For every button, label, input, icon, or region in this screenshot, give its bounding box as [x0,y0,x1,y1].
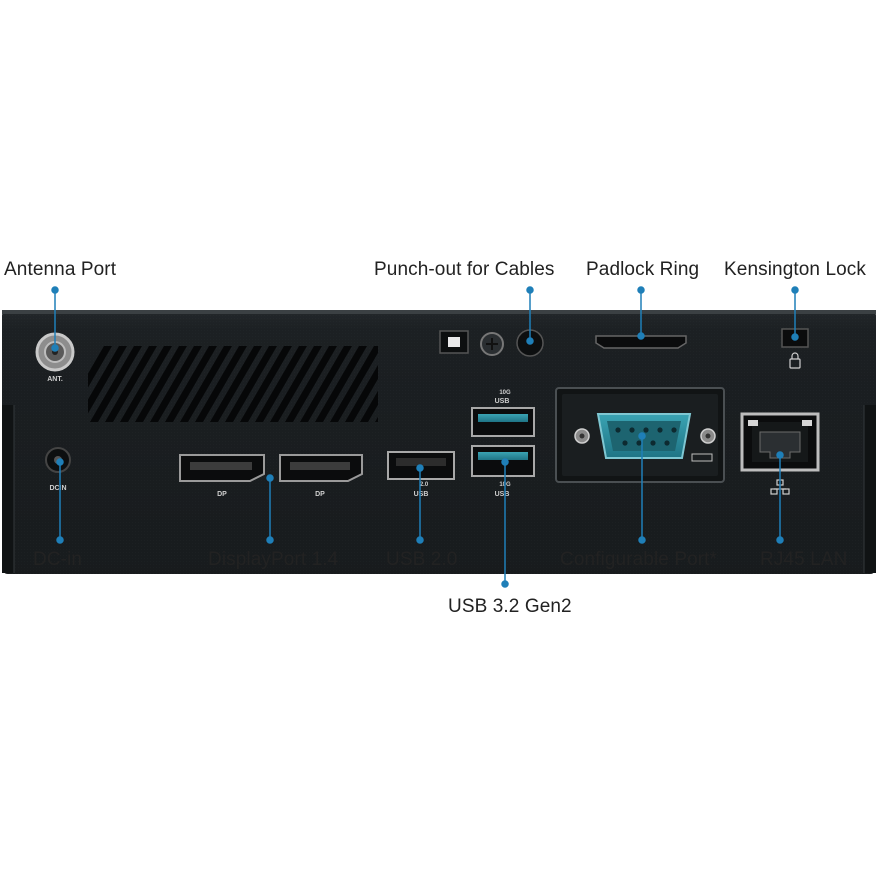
label-usb2: USB 2.0 [386,549,458,570]
lock-icon [789,352,801,369]
vent-slot [315,346,367,422]
vent-slot [120,346,172,422]
vent-slot [345,365,378,422]
padlock-ring-slot [595,335,687,349]
label-punch-out: Punch-out for Cables [374,259,555,280]
vent-slot [285,346,337,422]
vent-slot [300,346,352,422]
vent-slot [270,346,322,422]
usb20-version-marking: 2.0 [420,482,429,488]
vent-slot [90,346,142,422]
serial-pin [650,440,656,446]
usb-3-2-port-top: 10G USB [471,390,535,437]
serial-pin [629,427,635,433]
label-usb32: USB 3.2 Gen2 [448,596,572,617]
vent-slot [255,346,307,422]
vent-slot [195,346,247,422]
vent-slot [375,416,378,422]
serial-pin [657,427,663,433]
usb10g-marking-top: 10G [499,390,511,396]
vent-slot [210,346,262,422]
label-kensington-lock: Kensington Lock [724,259,866,280]
serial-pin [671,427,677,433]
dcin-marking: DCIN [49,485,66,492]
vent-slot [135,346,187,422]
callout-lines [51,286,799,588]
serial-pin [664,440,670,446]
ant-marking: ANT. [47,376,63,383]
label-rj45-lan: RJ45 LAN [760,549,848,570]
label-configurable-port: Configurable Port* [560,549,718,570]
vent-slot [165,346,217,422]
vent-slot [150,346,202,422]
vent-slot [225,346,277,422]
usb-marking-top: USB [495,398,510,405]
usb20-marking: USB [414,491,429,498]
vent-slot [105,346,157,422]
displayport-1: DP [179,454,265,498]
serial-pin [615,427,621,433]
vent-slot [88,346,127,414]
chassis [2,310,876,574]
dp-marking-2: DP [315,491,325,498]
vent-slot [88,346,112,388]
label-antenna-port: Antenna Port [4,259,117,280]
label-dc-in: DC-in [33,549,83,570]
label-displayport: DisplayPort 1.4 [208,549,339,570]
vent-slot [360,390,378,422]
usb-marking-bottom: USB [495,491,510,498]
serial-pin [636,440,642,446]
usb-2-port: 2.0 USB [387,451,455,498]
dp-marking-1: DP [217,491,227,498]
vent-slot [240,346,292,422]
screw-icon [480,332,504,356]
vent-slot [180,346,232,422]
vent-slot [330,346,378,422]
serial-pin [622,440,628,446]
vent-grille [88,346,378,422]
displayport-2: DP [279,454,363,498]
label-padlock-ring: Padlock Ring [586,259,700,280]
serial-pin [643,427,649,433]
